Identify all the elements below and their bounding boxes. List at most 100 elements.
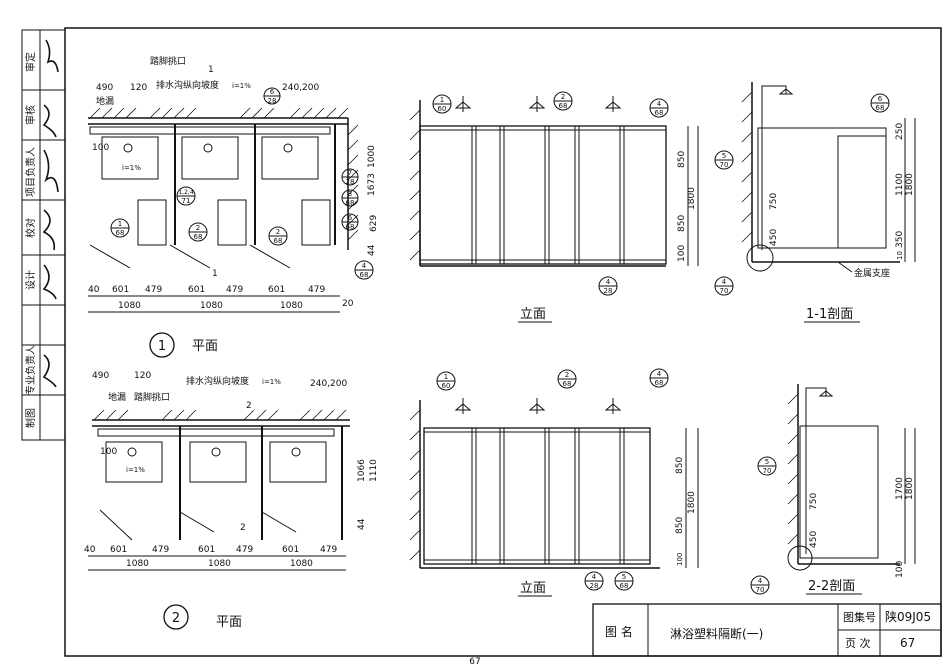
drawing-title: 淋浴塑料隔断(一) (670, 626, 763, 641)
v1-bd-2: 479 (145, 285, 162, 295)
signatures (42, 39, 59, 388)
svg-text:70: 70 (720, 287, 729, 295)
svg-text:2: 2 (196, 224, 200, 232)
svg-text:70: 70 (756, 586, 765, 594)
v2-title: 平面 (216, 615, 242, 630)
v2-slope-inner: i=1% (126, 466, 145, 474)
v1-1080-c: 1080 (280, 301, 303, 311)
svg-text:6: 6 (270, 88, 275, 96)
section-1-1: 250 1100 1800 350 10 750 450 6 68 5 70 4… (714, 82, 916, 323)
svg-text:68: 68 (563, 380, 572, 388)
v1-dim-1673: 1673 (367, 173, 377, 196)
side-label-5: 专业负责人 (24, 345, 37, 395)
v1-bd-6: 479 (308, 285, 325, 295)
svg-text:28: 28 (268, 97, 277, 105)
svg-text:68: 68 (360, 271, 369, 279)
s1-title: 1-1剖面 (806, 307, 853, 322)
v1-dim-20: 20 (342, 299, 354, 309)
svg-text:4: 4 (758, 577, 763, 585)
svg-text:1: 1 (444, 373, 448, 381)
side-label-4: 设计 (24, 270, 37, 290)
s1-support: 金属支座 (854, 267, 890, 279)
v1-drain-slope: 排水沟纵向坡度 (156, 79, 219, 91)
v2-bd-4: 479 (236, 545, 253, 555)
v1-bd-4: 479 (226, 285, 243, 295)
v2-bd-6: 479 (320, 545, 337, 555)
svg-text:60: 60 (442, 382, 451, 390)
svg-text:70: 70 (720, 161, 729, 169)
v1-pedal-port: 踏脚挑口 (150, 55, 186, 67)
svg-text:68: 68 (655, 109, 664, 117)
svg-text:4: 4 (657, 100, 662, 108)
v2-bd-3: 601 (198, 545, 215, 555)
svg-text:5: 5 (622, 573, 626, 581)
v1-dim-100: 100 (92, 143, 109, 153)
v2-dim-1110: 1110 (369, 459, 379, 482)
plan-view-1: 踏脚挑口 排水沟纵向坡度 i=1% 地漏 490 1 20 240,200 100… (88, 55, 379, 358)
v1-dim-490: 490 (96, 83, 113, 93)
s1-dim-6: 450 (769, 229, 779, 246)
e1-dim-1: 850 (677, 215, 687, 232)
svg-text:2: 2 (276, 228, 280, 236)
v2-dim-44: 44 (357, 518, 367, 530)
tb-page-label: 页 次 (845, 636, 871, 650)
v1-title: 平面 (192, 339, 218, 354)
svg-text:2: 2 (565, 371, 569, 379)
v2-dim-240-200: 240,200 (310, 379, 347, 389)
svg-text:3: 3 (348, 190, 352, 198)
svg-text:68: 68 (559, 102, 568, 110)
v1-number: 1 (158, 339, 166, 354)
svg-text:4: 4 (362, 262, 367, 270)
v1-floor-drain: 地漏 (96, 95, 114, 107)
e2-dim-2: 1800 (687, 491, 697, 514)
s1-dim-1: 1100 (895, 173, 905, 196)
v1-sec-mark-bot: 1 (212, 269, 218, 279)
v2-drain-slope: 排水沟纵向坡度 (186, 375, 249, 387)
svg-text:1,2,4: 1,2,4 (178, 189, 193, 196)
page-footer: 67 (469, 657, 480, 666)
s1-dim-5: 750 (769, 193, 779, 210)
v1-dim-629: 629 (369, 215, 379, 232)
e2-title: 立面 (520, 581, 546, 596)
side-label-6: 制图 (24, 408, 37, 428)
side-label-2: 项目负责人 (24, 147, 37, 197)
v1-detail-refs: 6 28 7 28 3 68 6 68 1 68 2 68 2 68 4 68 … (110, 87, 374, 280)
svg-text:1: 1 (440, 96, 444, 104)
v1-slope-val: i=1% (232, 82, 251, 90)
svg-text:4: 4 (722, 278, 727, 286)
v2-dim-490: 490 (92, 371, 109, 381)
e2-dim-0: 850 (675, 457, 685, 474)
tb-atlas-label: 图集号 (843, 610, 876, 624)
v2-1080-a: 1080 (126, 559, 149, 569)
svg-text:4: 4 (657, 370, 662, 378)
v2-number: 2 (172, 611, 180, 626)
tb-atlas-no: 陕09J05 (885, 609, 931, 624)
tb-title-label: 图 名 (605, 624, 633, 639)
v1-dim-1000: 1000 (367, 145, 377, 168)
v2-bd-2: 479 (152, 545, 169, 555)
e1-title: 立面 (520, 307, 546, 322)
s1-dim-3: 350 (895, 231, 905, 248)
title-block: 图 名 淋浴塑料隔断(一) 图集号 陕09J05 页 次 67 (592, 603, 942, 657)
v1-dim-44: 44 (367, 244, 377, 256)
v2-dim-100: 100 (100, 447, 117, 457)
v2-bd-0: 40 (84, 545, 96, 555)
v2-floor-drain: 地漏 (108, 391, 126, 403)
svg-text:2: 2 (561, 93, 565, 101)
v2-sec-mark-top: 2 (246, 401, 252, 411)
s1-dim-0: 250 (895, 123, 905, 140)
svg-text:68: 68 (655, 379, 664, 387)
svg-text:4: 4 (592, 573, 597, 581)
svg-text:60: 60 (438, 105, 447, 113)
e2-dim-1: 850 (675, 517, 685, 534)
v2-slope-val: i=1% (262, 378, 281, 386)
s2-title: 2-2剖面 (808, 579, 855, 594)
svg-text:68: 68 (876, 104, 885, 112)
svg-text:68: 68 (620, 582, 629, 590)
plan-view-2: 排水沟纵向坡度 i=1% 踏脚挑口 地漏 490 120 240,200 100… (84, 371, 379, 630)
v1-dim-240-200: 240,200 (282, 83, 319, 93)
s1-dim-2: 1800 (905, 173, 915, 196)
svg-text:7: 7 (348, 169, 352, 177)
v1-1080-b: 1080 (200, 301, 223, 311)
